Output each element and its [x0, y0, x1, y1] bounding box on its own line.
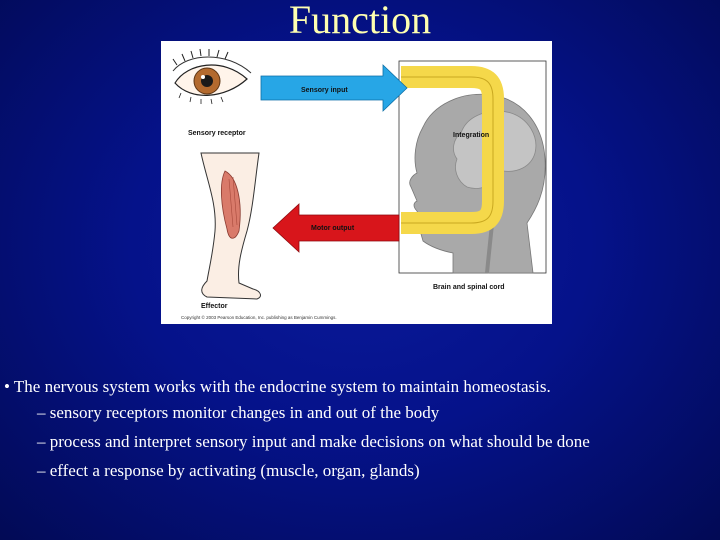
diagram-graphics [172, 48, 547, 300]
leg-illustration [200, 152, 261, 300]
integration-label: Integration [453, 132, 490, 139]
sensory-input-arrow [260, 64, 408, 112]
nervous-system-diagram: Sensory input Motor output Integration S… [161, 41, 552, 324]
bullet-sub-2: – process and interpret sensory input an… [37, 432, 590, 451]
calf-muscle [221, 170, 241, 239]
motor-output-arrow [272, 203, 400, 253]
bullet-sub-1: – sensory receptors monitor changes in a… [37, 403, 440, 422]
copyright-note: Copyright © 2003 Pearson Education, Inc.… [181, 315, 337, 320]
eye-illustration [172, 48, 252, 105]
motor-output-label: Motor output [311, 225, 355, 232]
slide-title: Function [288, 0, 432, 42]
effector-label: Effector [201, 303, 228, 310]
bullet-main: • The nervous system works with the endo… [4, 377, 551, 396]
integration-loop-edge [401, 76, 494, 224]
brain-spinal-cord-label: Brain and spinal cord [433, 284, 505, 291]
sensory-input-label: Sensory input [301, 87, 348, 94]
sensory-receptor-label: Sensory receptor [188, 130, 246, 137]
bullet-sub-3: – effect a response by activating (muscl… [37, 461, 420, 480]
